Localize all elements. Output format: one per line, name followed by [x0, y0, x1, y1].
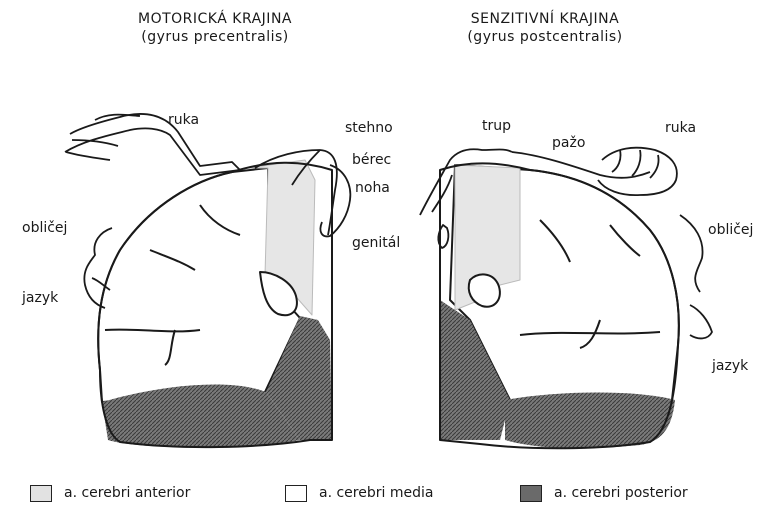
label-jazyk-left: jazyk	[22, 290, 58, 306]
legend-label-posterior: a. cerebri posterior	[554, 485, 688, 501]
legend-posterior: a. cerebri posterior	[520, 482, 688, 504]
sensory-hemisphere	[440, 163, 679, 448]
sensory-posterior-bottom	[505, 393, 675, 449]
label-ruka-left: ruka	[168, 112, 199, 128]
label-trup: trup	[482, 118, 511, 134]
label-oblicej-left: obličej	[22, 220, 67, 236]
legend-media: a. cerebri media	[285, 482, 433, 504]
legend-label-media: a. cerebri media	[319, 485, 433, 501]
label-borec: bérec	[352, 152, 391, 168]
legend-swatch-posterior	[520, 485, 542, 502]
label-oblicej-right: obličej	[708, 222, 753, 238]
label-ruka-right: ruka	[665, 120, 696, 136]
label-pazo: pažo	[552, 135, 585, 151]
motor-hemisphere	[98, 160, 332, 448]
legend-swatch-media	[285, 485, 307, 502]
label-stehno: stehno	[345, 120, 393, 136]
label-genital: genitál	[352, 235, 400, 251]
label-noha: noha	[355, 180, 390, 196]
legend-swatch-anterior	[30, 485, 52, 502]
legend-label-anterior: a. cerebri anterior	[64, 485, 190, 501]
legend-anterior: a. cerebri anterior	[30, 482, 190, 504]
label-jazyk-right: jazyk	[712, 358, 748, 374]
